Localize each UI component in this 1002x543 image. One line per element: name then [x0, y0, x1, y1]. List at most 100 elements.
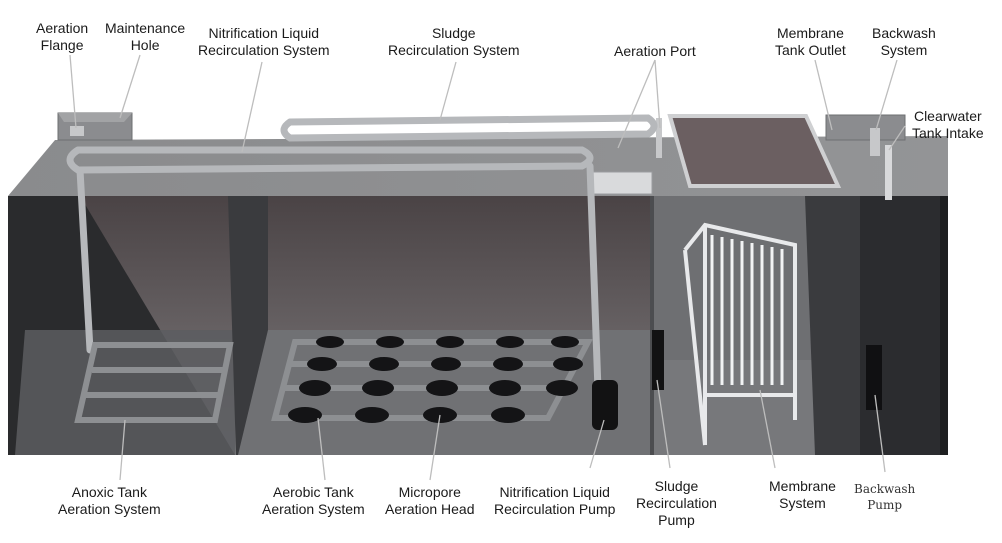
aeration-head — [489, 380, 521, 396]
label-membrane-system: Membrane System — [769, 478, 836, 512]
label-line: Hole — [130, 37, 160, 53]
label-line: Aeration Head — [385, 501, 475, 517]
label-line: Backwash — [872, 25, 936, 41]
tank-right-end — [940, 196, 948, 455]
leader-membrane-outlet — [814, 59, 833, 131]
aeration-head — [316, 336, 344, 348]
leader-micropore — [429, 414, 441, 481]
aeration-head — [362, 380, 394, 396]
label-membrane-tank-outlet: Membrane Tank Outlet — [775, 25, 846, 59]
pump-box — [587, 171, 653, 195]
backwash-box — [825, 114, 906, 141]
membrane-tank-opening — [667, 114, 842, 188]
label-line: Sludge — [431, 25, 476, 41]
nitrification-pump — [592, 380, 618, 430]
aeration-head — [493, 357, 523, 371]
aeration-port-pipe — [656, 118, 662, 158]
clearwater-chamber — [860, 196, 948, 455]
backwash-pump — [866, 345, 882, 410]
label-clearwater-tank-intake: Clearwater Tank Intake — [912, 108, 984, 142]
label-line: Backwash — [854, 482, 916, 496]
label-nitrification-liquid-recirculation-pump: Nitrification Liquid Recirculation Pump — [494, 484, 615, 518]
aerobic-grid-frame — [271, 339, 593, 421]
aeration-head — [436, 336, 464, 348]
label-nitrification-liquid-recirculation-system: Nitrification Liquid Recirculation Syste… — [198, 25, 330, 59]
leader-aerobic-aeration — [317, 417, 326, 481]
maintenance-hole-top — [58, 113, 132, 122]
label-line: Nitrification Liquid — [208, 25, 320, 41]
backwash-fitting — [870, 128, 880, 156]
aeration-head — [496, 336, 524, 348]
aeration-head — [431, 357, 461, 371]
aeration-head — [307, 357, 337, 371]
label-aerobic-tank-aeration-system: Aerobic Tank Aeration System — [262, 484, 365, 518]
divider-wall-2 — [805, 196, 860, 455]
label-backwash-system: Backwash System — [872, 25, 936, 59]
label-micropore-aeration-head: Micropore Aeration Head — [385, 484, 475, 518]
membrane-module — [683, 222, 797, 446]
label-aeration-port: Aeration Port — [614, 43, 696, 60]
label-line: Aerobic Tank — [273, 484, 354, 500]
label-line: Membrane — [769, 478, 836, 494]
label-line: Recirculation — [636, 495, 717, 511]
leader-maintenance-hole — [119, 54, 141, 119]
leader-backwash-pump — [874, 394, 886, 473]
label-line: Pump — [867, 498, 903, 512]
label-line: Clearwater — [913, 108, 982, 124]
aeration-head — [376, 336, 404, 348]
label-line: Aeration — [36, 20, 89, 36]
pipe-down-to-pump — [586, 162, 602, 394]
label-line: Aeration System — [262, 501, 365, 517]
aeration-flange-fitting — [70, 126, 84, 136]
aeration-head — [426, 380, 458, 396]
leader-lines — [69, 54, 906, 481]
leader-clearwater — [888, 125, 906, 151]
label-maintenance-hole: Maintenance Hole — [105, 20, 185, 54]
aeration-head — [299, 380, 331, 396]
sludge-recirculation-pump — [652, 330, 664, 390]
label-aeration-flange: Aeration Flange — [36, 20, 88, 54]
label-line: Anoxic Tank — [71, 484, 147, 500]
label-sludge-recirculation-system: Sludge Recirculation System — [388, 25, 520, 59]
recirculation-pipes — [66, 114, 658, 394]
aeration-head — [553, 357, 583, 371]
aeration-head — [551, 336, 579, 348]
label-line: Aeration System — [58, 501, 161, 517]
label-line: System — [880, 42, 928, 58]
label-line: Micropore — [398, 484, 461, 500]
leader-aeration-flange — [69, 54, 77, 129]
label-line: Recirculation System — [388, 42, 520, 58]
sludge-recirculation-pipe — [280, 114, 658, 142]
wall-divider-line — [650, 196, 654, 455]
label-sludge-recirculation-pump: Sludge Recirculation Pump — [636, 478, 717, 529]
anoxic-aeration-grid — [74, 342, 234, 423]
leader-membrane-system — [759, 389, 776, 469]
aeration-head — [491, 407, 525, 423]
aeration-head — [288, 407, 322, 423]
label-line: Flange — [40, 37, 84, 53]
label-line: Pump — [658, 512, 695, 528]
label-line: Aeration Port — [614, 43, 696, 59]
aerobic-aeration-grid — [271, 336, 593, 423]
anoxic-grid-frame — [74, 342, 234, 423]
nitrification-recirculation-pipe — [66, 146, 594, 174]
pipe-down-anoxic — [76, 166, 94, 354]
label-line: Recirculation System — [198, 42, 330, 58]
leader-anoxic-aeration — [119, 419, 126, 481]
label-line: Tank Intake — [912, 125, 984, 141]
label-line: Recirculation Pump — [494, 501, 616, 517]
aeration-head — [355, 407, 389, 423]
leader-sludge-pump — [656, 379, 671, 469]
leader-sludge-system — [439, 61, 457, 121]
aeration-head — [546, 380, 578, 396]
label-anoxic-tank-aeration-system: Anoxic Tank Aeration System — [58, 484, 161, 518]
label-line: Nitrification Liquid — [499, 484, 610, 500]
top-fittings — [57, 112, 906, 200]
leader-backwash-system — [875, 59, 898, 131]
leader-aeration-port-1 — [617, 59, 656, 149]
aeration-head — [369, 357, 399, 371]
label-line: Membrane — [776, 25, 844, 41]
pumps — [592, 330, 882, 430]
label-line: Sludge — [654, 478, 699, 494]
